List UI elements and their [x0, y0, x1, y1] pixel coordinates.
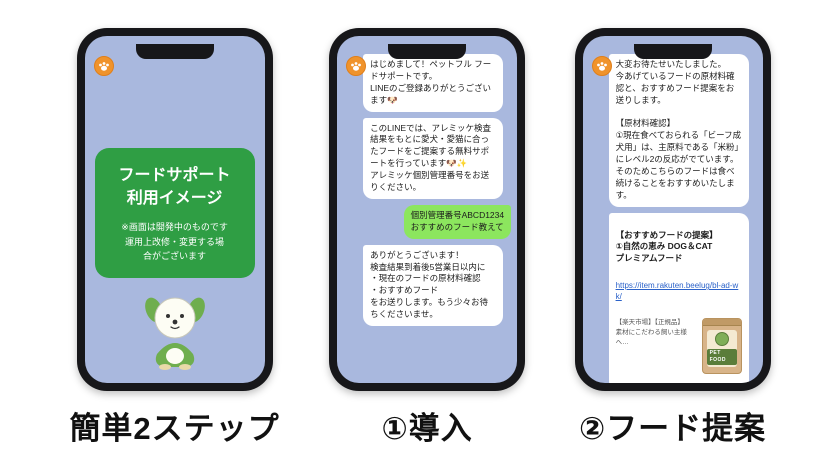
promo-card: フードサポート 利用イメージ ※画面は開発中のものです 運用上改修・変更する場 … — [94, 148, 255, 278]
phone-screen-3: 大変お待たせいたしました。 今あげているフードの原材料確認と、おすすめフード提案… — [582, 36, 763, 383]
phone-frame-3: 大変お待たせいたしました。 今あげているフードの原材料確認と、おすすめフード提案… — [574, 28, 771, 391]
product-link[interactable]: https://item.rakuten.beelug/bl-ad-wk/ — [615, 281, 739, 302]
caption-step-overview: 簡単2ステップ — [69, 411, 280, 446]
phone-screen-2: はじめまして！ペットフル フードサポートです。 LINEのご登録ありがとうござい… — [337, 36, 518, 383]
mascot-illustration — [138, 290, 212, 375]
pouch-crimp — [702, 319, 741, 327]
brand-avatar-icon[interactable] — [591, 56, 612, 76]
chat-bubble-bot: はじめまして！ペットフル フードサポートです。 LINEのご登録ありがとうござい… — [363, 54, 504, 112]
chat-bubble-bot: このLINEでは、アレミッケ検査結果をもとに愛犬・愛猫に合ったフードをご提案する… — [363, 117, 504, 199]
paw-icon — [596, 62, 607, 71]
phone-screen-1: フードサポート 利用イメージ ※画面は開発中のものです 運用上改修・変更する場 … — [84, 36, 265, 383]
proposal-title: 【おすすめフードの提案】 ①自然の恵み DOG＆CAT プレミアムフード — [615, 229, 718, 264]
food-proposal-card: 【おすすめフードの提案】 ①自然の恵み DOG＆CAT プレミアムフード htt… — [608, 212, 749, 383]
shop-note: 【楽天市場】【正規品】 素材にこだわる飼い主様へ… — [615, 319, 687, 346]
brand-avatar-icon[interactable] — [346, 56, 367, 76]
phone-2-wrapper: はじめまして！ペットフル フードサポートです。 LINEのご登録ありがとうござい… — [329, 28, 526, 448]
link-preview: 【楽天市場】【正規品】 素材にこだわる飼い主様へ… PET FOOD — [615, 318, 742, 375]
product-dog-art — [714, 332, 729, 347]
paw-icon — [351, 62, 362, 71]
product-image[interactable]: PET FOOD — [701, 318, 742, 375]
caption-step-2: ②フード提案 — [578, 411, 767, 446]
chat-bubble-user: 個別管理番号ABCD1234 おすすめのフード教えて — [403, 204, 512, 239]
phone-1-wrapper: フードサポート 利用イメージ ※画面は開発中のものです 運用上改修・変更する場 … — [69, 28, 279, 448]
paw-icon — [98, 62, 109, 71]
product-label-text: PET FOOD — [706, 349, 737, 366]
phone-notch — [633, 44, 712, 59]
chat-bubble-bot: ありがとうございます！ 検査結果到着後5営業日以内に ・現在のフードの原材料確認… — [363, 244, 504, 327]
brand-avatar-icon[interactable] — [93, 56, 114, 76]
chat-thread: 大変お待たせいたしました。 今あげているフードの原材料確認と、おすすめフード提案… — [589, 54, 757, 383]
chat-bubble-bot: 大変お待たせいたしました。 今あげているフードの原材料確認と、おすすめフード提案… — [608, 54, 749, 207]
phone-notch — [135, 44, 214, 59]
phone-frame-1: フードサポート 利用イメージ ※画面は開発中のものです 運用上改修・変更する場 … — [76, 28, 273, 391]
promo-note: ※画面は開発中のものです 運用上改修・変更する場 合がございます — [121, 222, 228, 262]
promo-title: フードサポート 利用イメージ — [118, 167, 231, 208]
caption-step-1: ①導入 — [381, 411, 473, 446]
phone-notch — [388, 44, 467, 59]
chat-thread: はじめまして！ペットフル フードサポートです。 LINEのご登録ありがとうござい… — [343, 54, 512, 377]
product-label-area: PET FOOD — [706, 330, 737, 368]
phone-3-wrapper: 大変お待たせいたしました。 今あげているフードの原材料確認と、おすすめフード提案… — [574, 28, 771, 448]
phone-frame-2: はじめまして！ペットフル フードサポートです。 LINEのご登録ありがとうござい… — [329, 28, 526, 391]
